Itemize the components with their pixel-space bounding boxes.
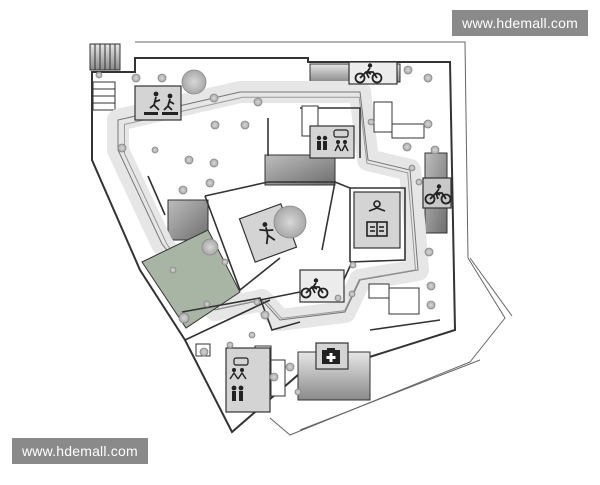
cycling-icon [424, 184, 452, 205]
cycling-icon [300, 278, 329, 299]
reading-icon [366, 200, 388, 237]
stair-blocks [89, 43, 448, 401]
watermark-top: www.hdemall.com [452, 10, 588, 36]
social-chat-icon [229, 357, 249, 401]
lawn-area [141, 229, 241, 329]
site-outline [135, 41, 513, 436]
medical-cross-icon [322, 348, 340, 364]
watermark-bottom: www.hdemall.com [12, 438, 148, 464]
dance-icon [259, 222, 276, 245]
interior-walls [147, 107, 441, 341]
trees [95, 65, 440, 396]
fitness-icon [144, 91, 178, 115]
social-chat-icon [316, 129, 349, 152]
cycling-icon [354, 63, 383, 84]
